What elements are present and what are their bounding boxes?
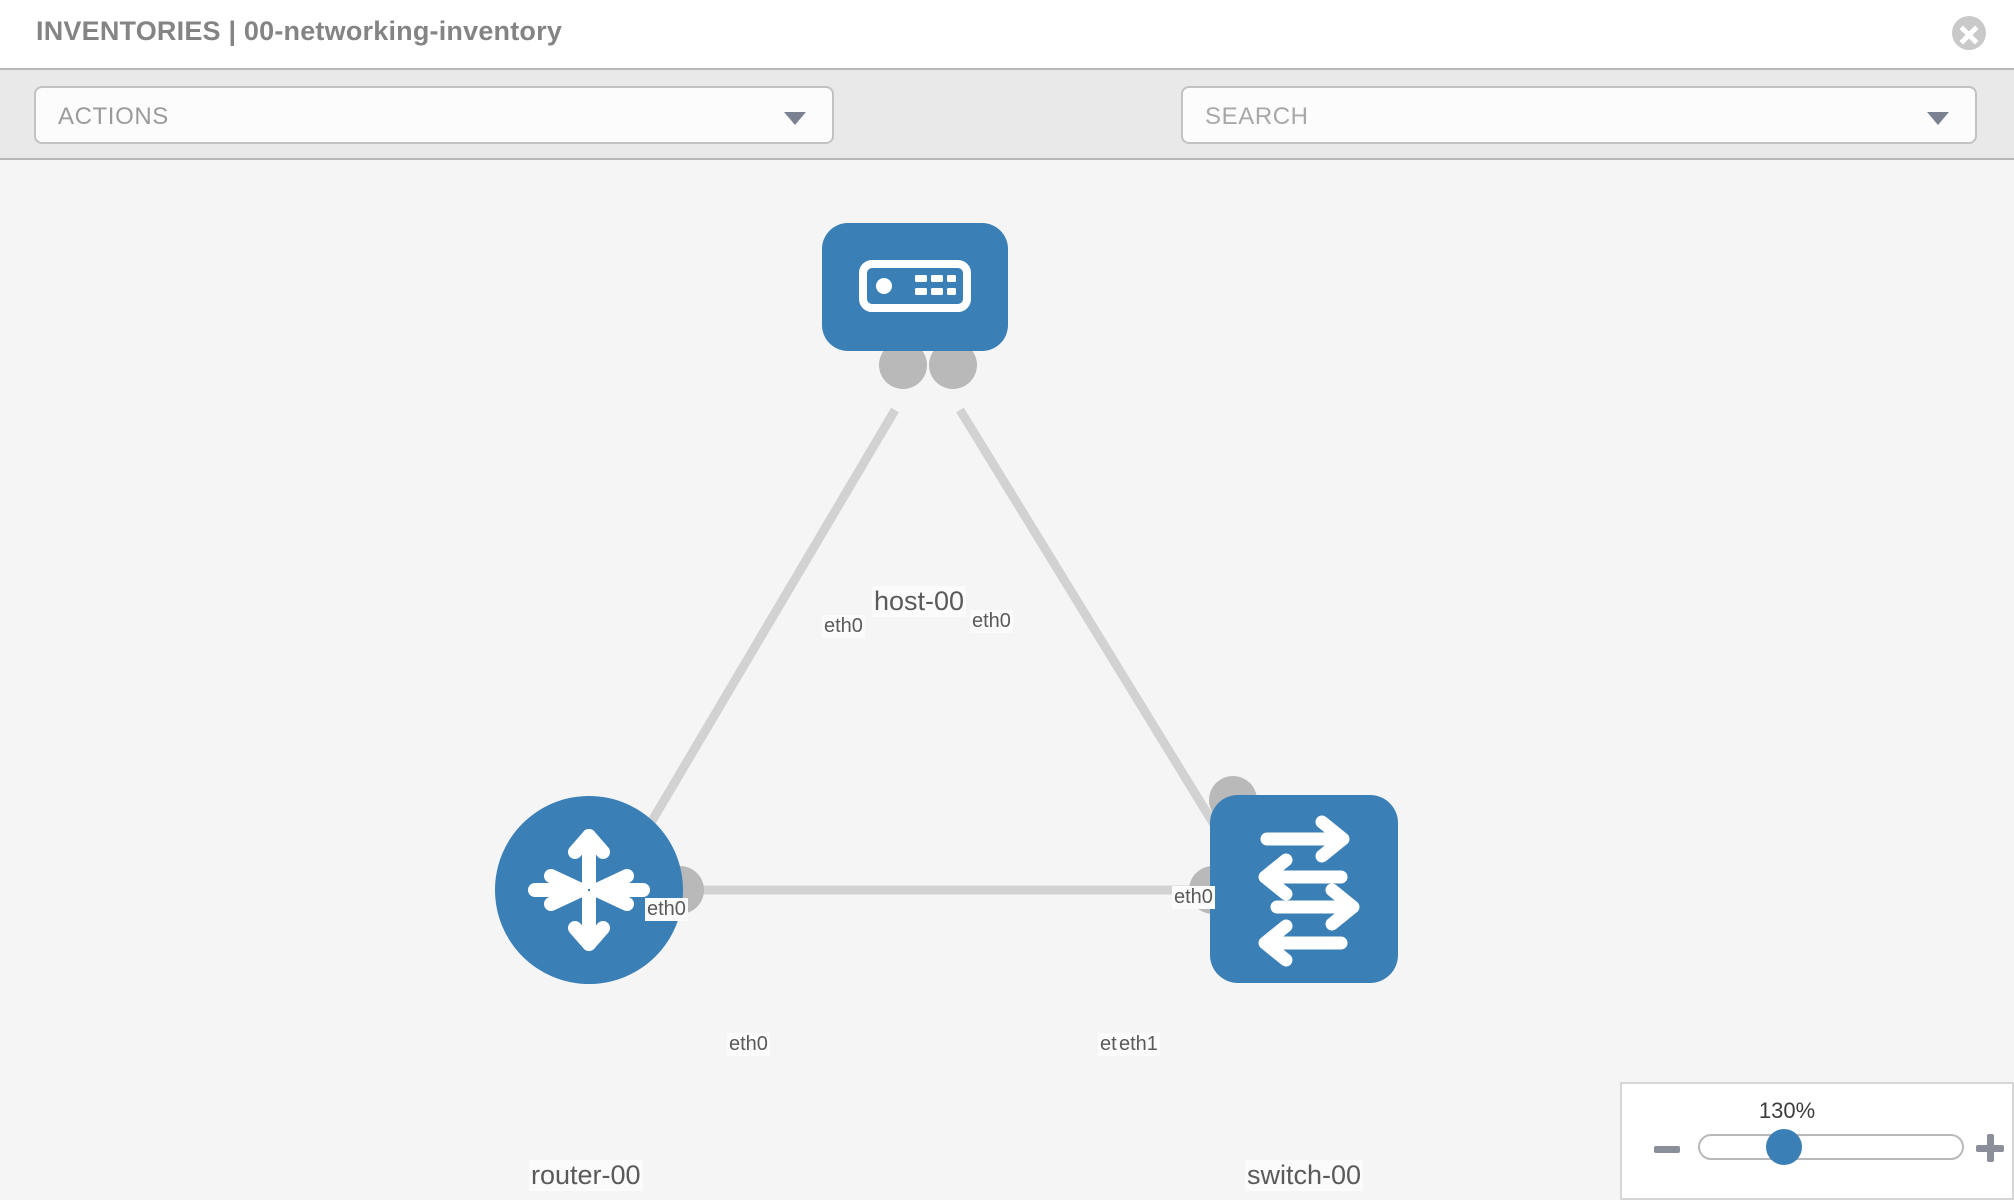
page-title: INVENTORIES | 00-networking-inventory	[36, 16, 563, 46]
edge-label-host-router-dst: eth0	[645, 898, 688, 921]
search-placeholder: SEARCH	[1205, 103, 1309, 130]
node-label-switch-00: switch-00	[1245, 1160, 1364, 1191]
edge-label-host-router-src: eth0	[822, 615, 865, 638]
chevron-down-icon	[784, 112, 806, 125]
edge-label-host-switch-dst: eth0	[1172, 886, 1215, 909]
edge-label-router-switch-src: eth0	[727, 1033, 770, 1056]
connector-host-right	[929, 341, 977, 389]
connector-host-left	[879, 341, 927, 389]
page-header: INVENTORIES | 00-networking-inventory	[0, 0, 2014, 68]
chevron-down-icon[interactable]	[1927, 112, 1949, 125]
node-label-host-00: host-00	[872, 586, 967, 617]
topology-graph	[495, 223, 1398, 984]
zoom-level-value: 130%	[1758, 1098, 1816, 1123]
zoom-slider-thumb[interactable]	[1766, 1129, 1802, 1165]
topology-canvas[interactable]: host-00 router-00 switch-00 eth0 eth0 et…	[0, 160, 2014, 1200]
plus-icon[interactable]	[1976, 1134, 2004, 1162]
zoom-slider-track[interactable]	[1698, 1134, 1964, 1160]
minus-icon[interactable]	[1654, 1146, 1680, 1153]
node-host-00[interactable]	[822, 223, 1008, 351]
link-host-router	[616, 407, 899, 878]
toolbar: ACTIONS SEARCH	[0, 68, 2014, 205]
graph-connectors	[656, 341, 1257, 914]
edge-label-host-switch-src: eth0	[970, 610, 1013, 633]
graph-links	[616, 407, 1249, 895]
edge-label-router-switch-dst-b: eth1	[1117, 1033, 1160, 1056]
zoom-control-panel: 130%	[1620, 1082, 2014, 1200]
search-input[interactable]: SEARCH	[1181, 86, 1977, 144]
actions-dropdown[interactable]: ACTIONS	[34, 86, 834, 144]
node-router-00[interactable]	[495, 796, 683, 984]
node-switch-00[interactable]	[1210, 795, 1398, 983]
actions-dropdown-label: ACTIONS	[58, 103, 169, 130]
link-host-switch	[956, 407, 1249, 878]
node-label-router-00: router-00	[529, 1160, 643, 1191]
close-icon[interactable]	[1952, 16, 1986, 50]
